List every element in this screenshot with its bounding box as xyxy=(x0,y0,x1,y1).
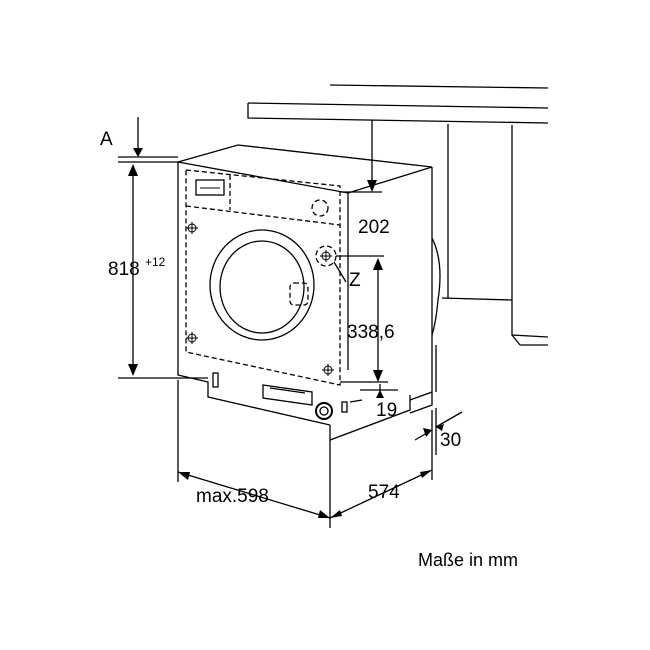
dimension-a: A xyxy=(100,117,178,158)
label-z: Z xyxy=(349,270,361,291)
dimension-19: 19 xyxy=(360,384,398,421)
label-202: 202 xyxy=(358,217,390,238)
label-a: A xyxy=(100,129,113,150)
label-574: 574 xyxy=(368,482,400,503)
label-19: 19 xyxy=(376,400,397,421)
machine-body xyxy=(177,144,441,441)
dimension-depth: 574 xyxy=(329,469,433,519)
label-30: 30 xyxy=(440,430,461,451)
dimension-height: 818 +12 xyxy=(108,161,208,379)
cabinet-outline xyxy=(247,84,549,346)
label-height: 818 xyxy=(108,259,140,280)
dimension-width: max.598 xyxy=(177,380,331,528)
dimension-202: 202 xyxy=(340,142,390,238)
dimension-30: 30 xyxy=(414,408,463,480)
dimension-z: Z 338,6 xyxy=(333,255,395,383)
units-caption: Maße in mm xyxy=(418,550,518,570)
screw-markers xyxy=(186,222,334,376)
label-max-598: max.598 xyxy=(196,486,269,507)
label-338-6: 338,6 xyxy=(347,322,395,343)
label-height-tolerance: +12 xyxy=(145,255,166,269)
